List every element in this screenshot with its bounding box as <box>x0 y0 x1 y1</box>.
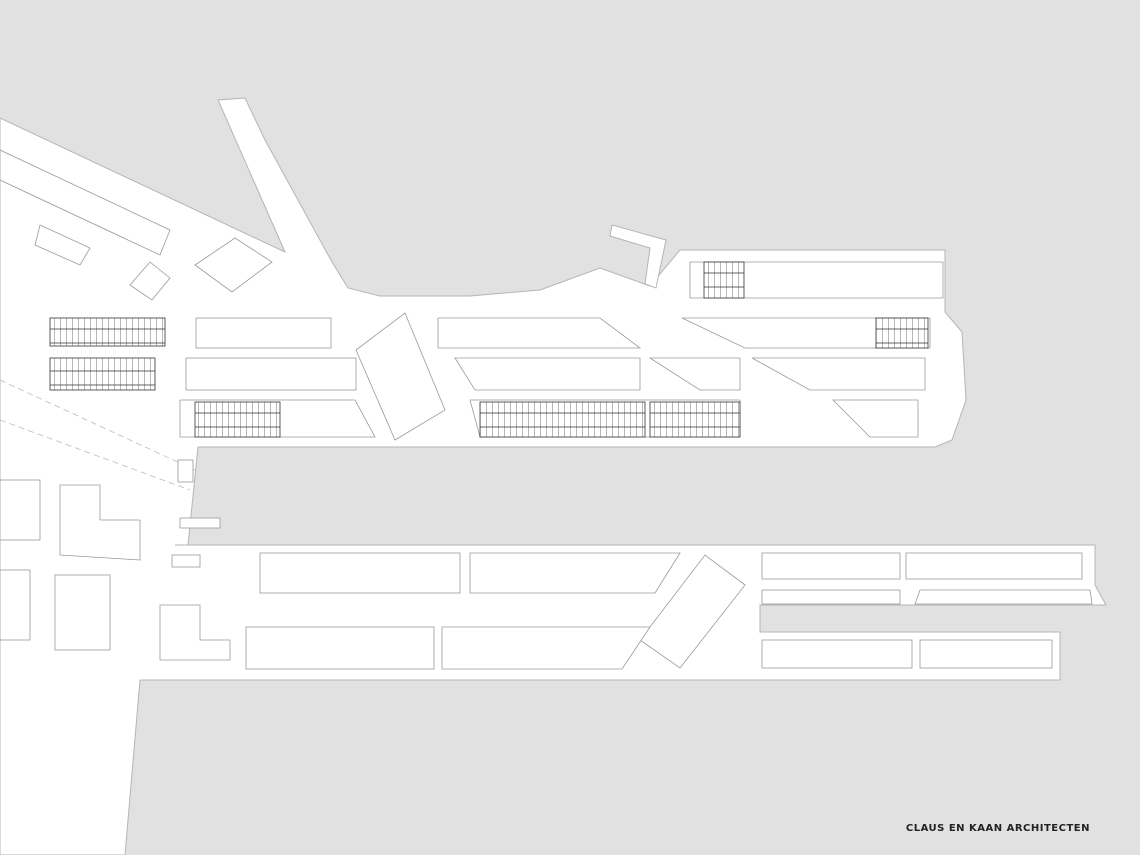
new-blocks <box>49 261 1093 670</box>
north-quay <box>0 97 1107 855</box>
existing-buildings <box>0 149 273 661</box>
architect-credit: CLAUS EN KAAN ARCHITECTEN <box>905 823 1090 834</box>
small-pier <box>609 224 667 289</box>
